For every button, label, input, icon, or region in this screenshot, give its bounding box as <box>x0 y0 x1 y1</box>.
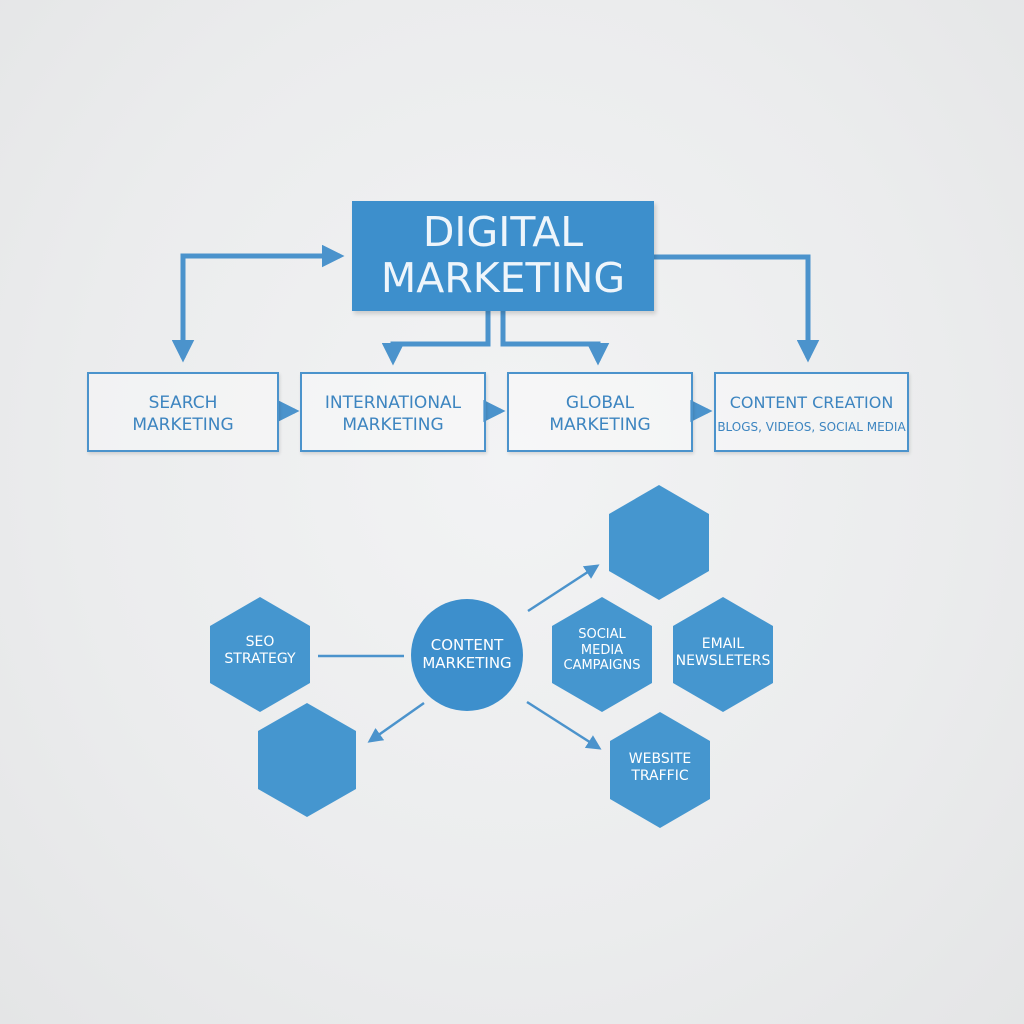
social-media-campaigns-label: SOCIAL MEDIA CAMPAIGNS <box>552 627 652 674</box>
search-marketing-line-2: MARKETING <box>132 415 234 435</box>
hexagon-website-traffic <box>610 712 710 828</box>
hexagon-email-newsletters <box>673 597 773 712</box>
global-marketing-label: GLOBAL MARKETING <box>509 392 691 436</box>
connector-title-to-search <box>171 244 345 363</box>
hexagon-nodes <box>210 485 773 828</box>
search-marketing-box: SEARCH MARKETING <box>87 372 279 452</box>
top-connectors <box>171 244 820 423</box>
social-media-campaigns-line-1: SOCIAL <box>578 627 626 642</box>
bottom-connectors <box>318 564 602 750</box>
search-marketing-line-1: SEARCH <box>148 393 218 413</box>
connector-hub-to-blank-hexagon <box>367 701 425 743</box>
global-marketing-line-1: GLOBAL <box>565 393 635 413</box>
content-marketing-line-2: MARKETING <box>422 654 512 672</box>
content-marketing-circle <box>411 599 523 711</box>
connector-title-to-global <box>500 311 610 366</box>
hexagon-social-media-campaigns <box>552 597 652 712</box>
content-marketing-label: CONTENT MARKETING <box>411 636 523 672</box>
global-marketing-line-2: MARKETING <box>549 415 651 435</box>
international-marketing-line-1: INTERNATIONAL <box>324 393 462 413</box>
email-newsletters-line-2: NEWSLETERS <box>675 652 771 669</box>
title-text: DIGITAL MARKETING <box>352 209 654 301</box>
international-marketing-box: INTERNATIONAL MARKETING <box>300 372 486 452</box>
content-creation-box: CONTENT CREATION BLOGS, VIDEOS, SOCIAL M… <box>714 372 909 452</box>
seo-strategy-line-1: SEO <box>245 634 275 650</box>
digital-marketing-box: DIGITAL MARKETING <box>352 201 654 311</box>
seo-strategy-label: SEO STRATEGY <box>212 634 308 668</box>
global-marketing-box: GLOBAL MARKETING <box>507 372 693 452</box>
search-marketing-label: SEARCH MARKETING <box>89 392 277 436</box>
content-marketing-line-1: CONTENT <box>430 636 504 654</box>
social-media-campaigns-line-3: CAMPAIGNS <box>563 658 641 674</box>
hexagon-seo-strategy <box>210 597 310 712</box>
website-traffic-line-1: WEBSITE <box>628 751 692 767</box>
website-traffic-label: WEBSITE TRAFFIC <box>610 751 710 785</box>
connector-title-to-international <box>381 311 491 366</box>
hexagon-blank-bottom <box>258 703 356 817</box>
email-newsletters-line-1: EMAIL <box>701 636 745 652</box>
title-line-1: DIGITAL <box>422 208 584 256</box>
hexagon-blank-top <box>609 485 709 600</box>
content-creation-sublabel: BLOGS, VIDEOS, SOCIAL MEDIA <box>717 420 906 434</box>
connector-hub-to-website <box>526 700 602 750</box>
international-marketing-line-2: MARKETING <box>342 415 444 435</box>
seo-strategy-line-2: STRATEGY <box>224 650 296 667</box>
connector-hub-to-top-hexagon <box>527 564 600 613</box>
email-newsletters-label: EMAIL NEWSLETERS <box>672 636 774 670</box>
content-creation-label: CONTENT CREATION <box>729 393 894 412</box>
title-line-2: MARKETING <box>380 254 626 302</box>
website-traffic-line-2: TRAFFIC <box>631 767 689 784</box>
social-media-campaigns-line-2: MEDIA <box>580 642 624 658</box>
connector-title-to-content-creation <box>654 254 820 363</box>
international-marketing-label: INTERNATIONAL MARKETING <box>302 392 484 436</box>
